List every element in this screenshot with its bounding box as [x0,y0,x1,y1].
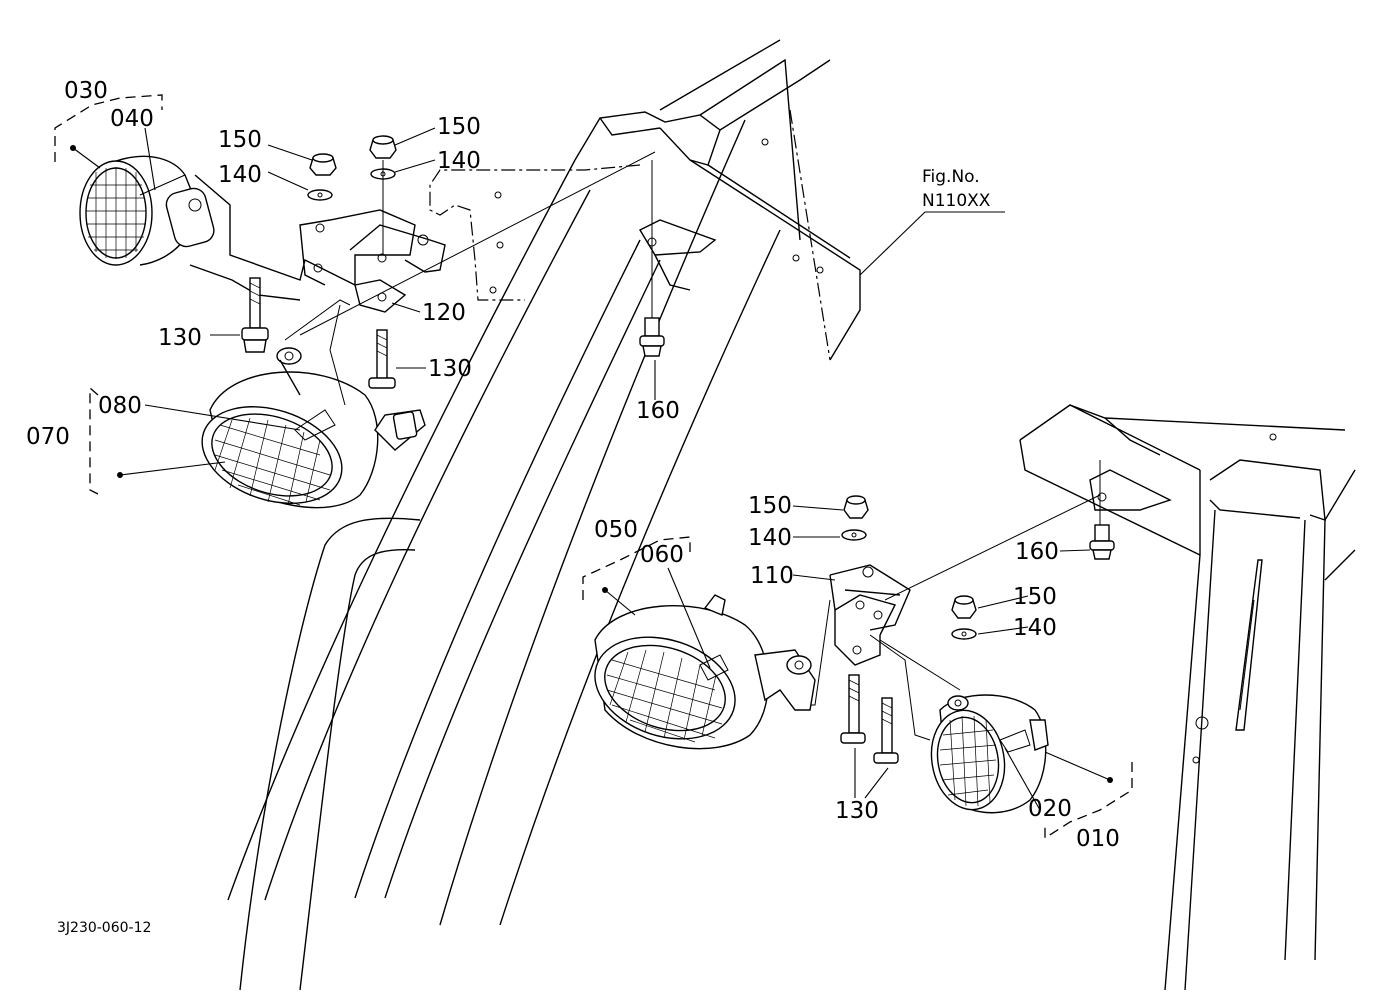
callout-080: 080 [98,393,142,419]
callout-150-center: 150 [437,114,481,140]
callout-130-center: 130 [428,356,472,382]
callout-060: 060 [640,542,684,568]
mount-bracket-top [639,160,717,357]
callout-140-center: 140 [437,148,481,174]
lamp-010-body [930,694,1049,814]
connector-line [299,151,656,336]
group-bracket-070 [89,386,99,495]
callout-150-lower: 150 [748,493,792,519]
callout-150-left: 150 [218,127,262,153]
callout-130-lower: 130 [835,798,879,824]
lamp-070-body [201,347,426,509]
callout-140-lower: 140 [748,525,792,551]
figure-ref-line1: Fig.No. [922,167,980,187]
leader-lines [70,127,1113,811]
group-bracket-030 [54,94,163,162]
callout-010: 010 [1076,826,1120,852]
callout-140-left: 140 [218,162,262,188]
lamp-assembly-030 [79,135,446,509]
lamp-050-body [594,594,816,750]
callout-160-top: 160 [636,398,680,424]
callout-070: 070 [26,424,70,450]
callout-030: 030 [64,78,108,104]
callout-050: 050 [594,517,638,543]
figure-ref-line2: N110XX [922,191,991,211]
lamp-030-grille [86,167,146,259]
callout-160-right: 160 [1015,539,1059,565]
callout-140-right: 140 [1013,615,1057,641]
callout-130-left: 130 [158,325,202,351]
group-bracket-010 [1044,762,1133,840]
callout-120: 120 [422,300,466,326]
callout-110: 110 [750,563,794,589]
callout-150-right: 150 [1013,584,1057,610]
callout-020: 020 [1028,796,1072,822]
drawing-code: 3J230-060-12 [57,920,151,936]
callout-040: 040 [110,106,154,132]
cab-frame [227,39,1356,991]
group-bracket-050 [582,536,691,600]
lamp-assembly-010 [594,460,1172,814]
